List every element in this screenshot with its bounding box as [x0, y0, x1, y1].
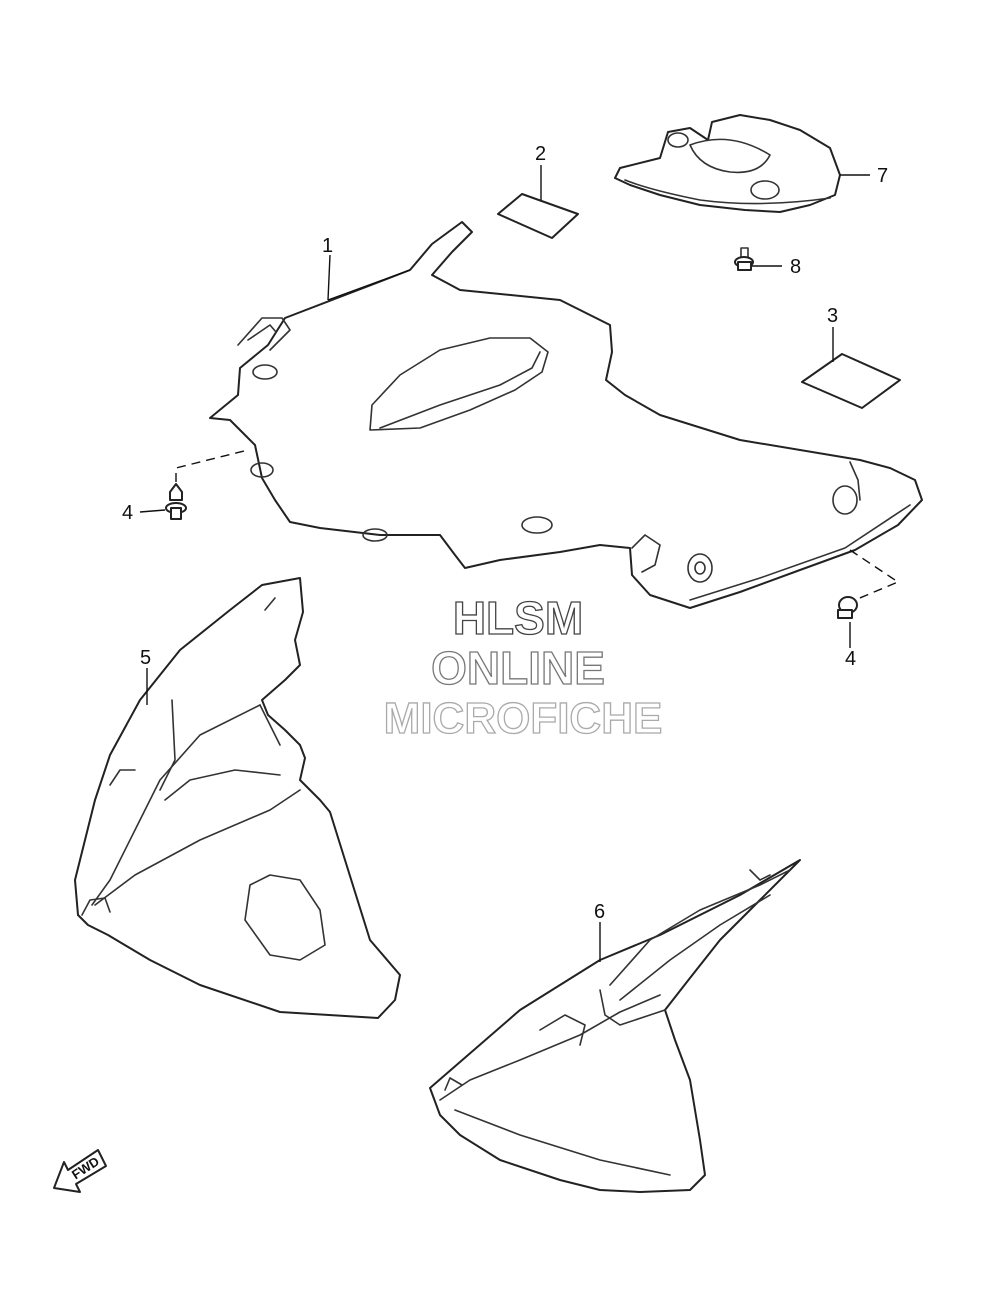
- part-4-clip-right: [837, 596, 858, 619]
- watermark-line-2: ONLINE: [431, 642, 605, 694]
- part-4-clip-left: [165, 483, 187, 520]
- install-line-left: [175, 449, 249, 482]
- install-line-right: [849, 549, 900, 601]
- part-2-pad: [497, 193, 579, 239]
- fwd-arrow-icon: FWD: [53, 1149, 107, 1193]
- part-8-screw: [734, 247, 754, 271]
- callout-3: 3: [827, 305, 838, 327]
- watermark-line-1: HLSM: [453, 592, 583, 644]
- callout-4-right: 4: [845, 648, 856, 670]
- callout-7: 7: [877, 165, 888, 187]
- callout-1: 1: [322, 235, 333, 257]
- part-1-cowling: [209, 221, 923, 609]
- leader-4a: [139, 509, 166, 513]
- callout-2: 2: [535, 143, 546, 165]
- part-5-inner-panel-left: [74, 577, 401, 1019]
- leader-1: [327, 254, 331, 301]
- part-3-pad: [801, 353, 901, 409]
- callout-8: 8: [790, 256, 801, 278]
- watermark-line-3: MICROFICHE: [384, 694, 663, 743]
- callout-5: 5: [140, 647, 151, 669]
- part-7-cover: [614, 114, 841, 213]
- callout-4-left: 4: [122, 502, 133, 524]
- part-6-inner-panel-right: [429, 859, 801, 1193]
- callout-6: 6: [594, 901, 605, 923]
- leader-1b: [327, 269, 411, 301]
